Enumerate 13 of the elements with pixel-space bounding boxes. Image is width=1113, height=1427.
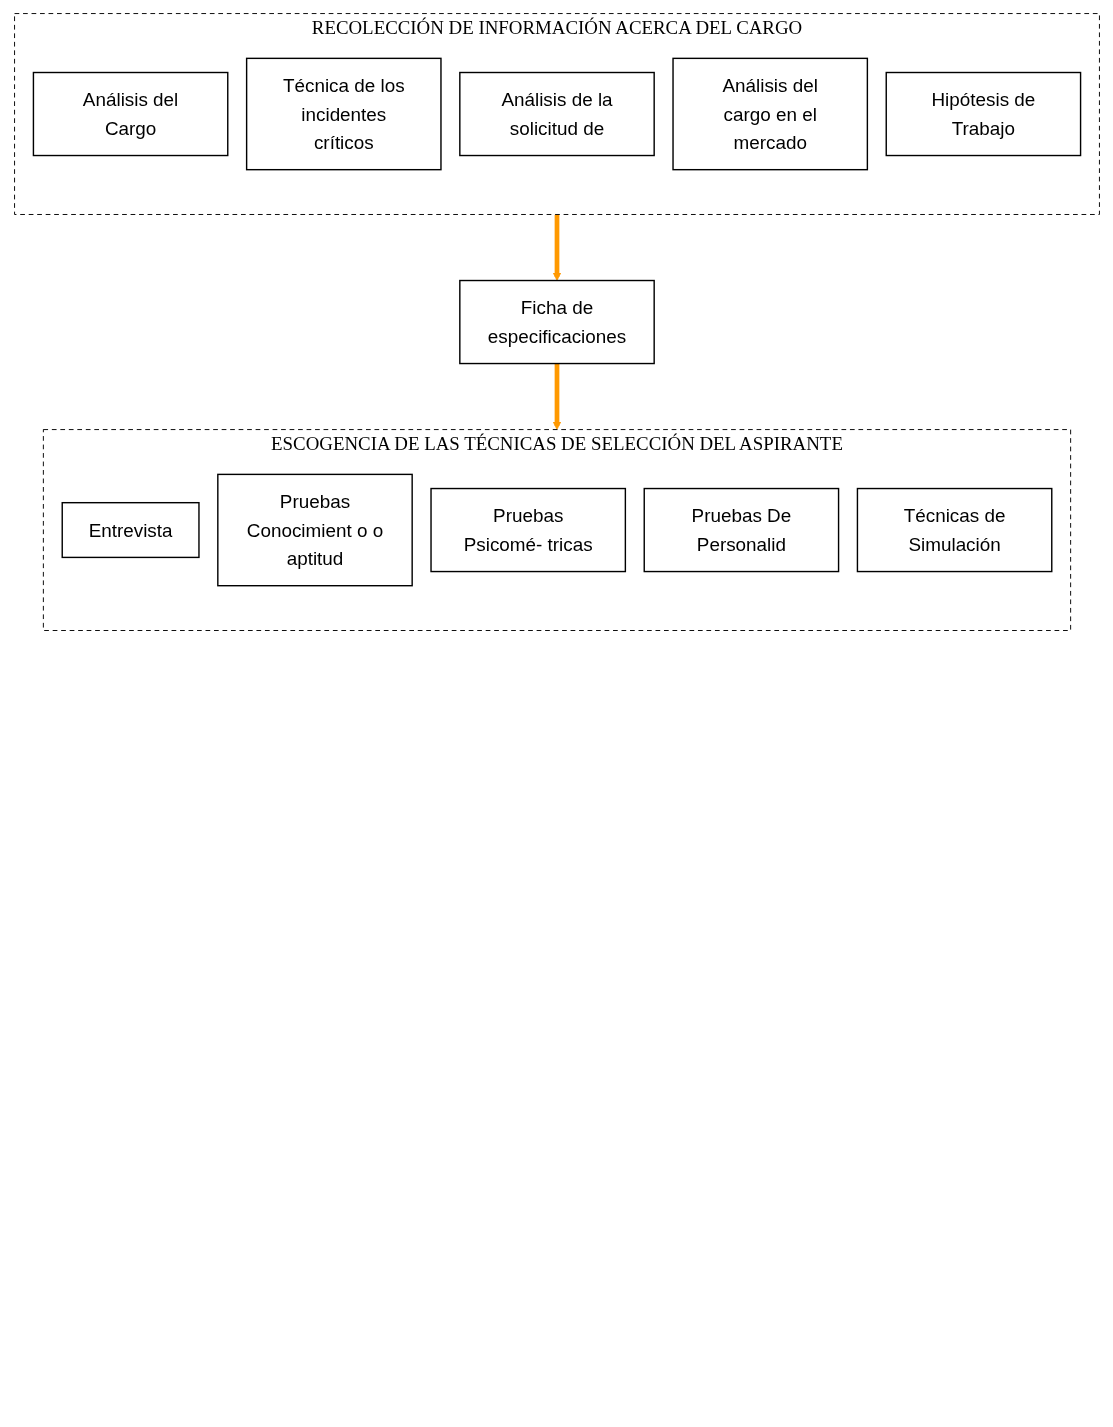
arrow [552, 214, 561, 281]
arrow [552, 363, 561, 430]
node-box: Pruebas Psicomé- tricas [429, 487, 626, 573]
node-box: Pruebas Conocimient o o aptitud [216, 473, 413, 587]
node-box: Análisis del cargo en el mercado [671, 57, 868, 171]
node-box: Entrevista [61, 502, 200, 559]
node-box: Ficha de especificaciones [458, 279, 655, 365]
node-box: Pruebas De Personalid [643, 487, 839, 573]
node-box: Técnica de los incidentes críticos [245, 57, 442, 171]
node-box: Análisis de la solicitud de [458, 71, 655, 157]
node-box: Técnicas de Simulación [856, 487, 1052, 573]
node-box: Hipótesis de Trabajo [885, 71, 1081, 157]
node-box: Análisis del Cargo [32, 71, 228, 157]
